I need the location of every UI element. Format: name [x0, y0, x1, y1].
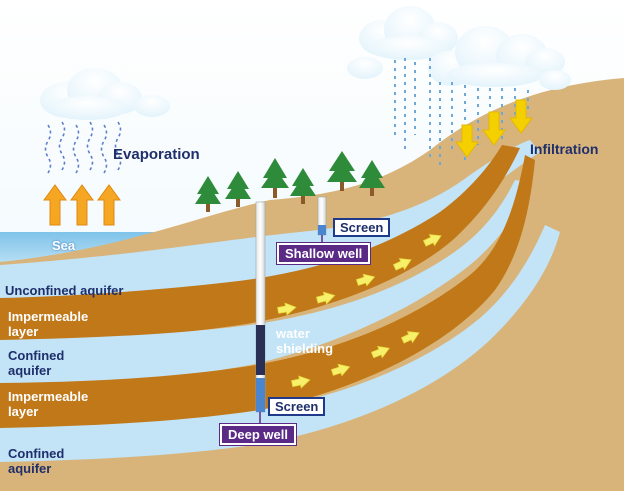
- deep-well: [255, 201, 266, 413]
- shallow-well-label: Shallow well: [277, 243, 371, 264]
- impermeable-layer-upper: [0, 145, 520, 342]
- cloud-top: [347, 6, 458, 79]
- infiltration-arrows: [455, 99, 533, 158]
- label-confined-aquifer-1: Confined aquifer: [8, 348, 65, 378]
- cloud-left: [40, 68, 170, 120]
- deep-well-label: Deep well: [220, 424, 296, 445]
- label-evaporation: Evaporation: [113, 146, 200, 163]
- screen-label-shallow: Screen: [333, 218, 391, 237]
- label-water-shielding: water shielding: [276, 326, 334, 356]
- evaporation-arrows: [43, 184, 121, 226]
- flow-arrows: [277, 234, 442, 389]
- label-infiltration: Infiltration: [530, 141, 599, 157]
- unconfined-aquifer-band: [0, 140, 540, 302]
- label-impermeable-layer-2: Impermeable layer: [8, 389, 89, 419]
- evaporation-waves: [44, 121, 122, 174]
- label-impermeable-layer-1: Impermeable layer: [8, 309, 89, 339]
- cloud-right: [428, 26, 571, 90]
- callout-lines: [259, 235, 323, 424]
- label-unconfined-aquifer: Unconfined aquifer: [5, 283, 124, 298]
- label-confined-aquifer-2: Confined aquifer: [8, 446, 65, 476]
- shallow-well: [317, 196, 327, 236]
- impermeable-layer-lower: [0, 155, 535, 430]
- label-sea: Sea: [52, 238, 76, 253]
- trees: [195, 151, 385, 212]
- rain: [394, 58, 529, 165]
- screen-label-deep: Screen: [268, 397, 326, 416]
